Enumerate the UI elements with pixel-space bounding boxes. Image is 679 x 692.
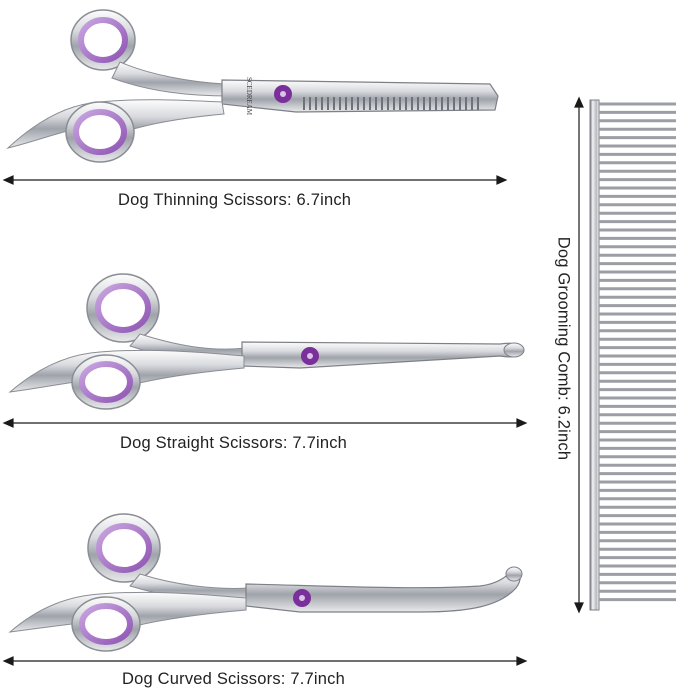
grooming-comb [589, 99, 676, 611]
thinning-scissors: SCEDREAM [6, 9, 499, 163]
straight-scissors [8, 273, 525, 410]
thinning-scissors-length-label: Dog Thinning Scissors: 6.7inch [118, 191, 352, 209]
comb-teeth [599, 102, 676, 602]
straight-scissors-length-label: Dog Straight Scissors: 7.7inch [120, 434, 348, 452]
thinning-teeth [303, 97, 479, 110]
curved-scissors-length-label: Dog Curved Scissors: 7.7inch [122, 670, 345, 688]
curved-scissors [8, 513, 523, 652]
brand-engraving: SCEDREAM [245, 77, 253, 116]
dimension-arrows [2, 96, 584, 666]
comb-length-label: Dog Grooming Comb: 6.2inch [554, 236, 573, 461]
